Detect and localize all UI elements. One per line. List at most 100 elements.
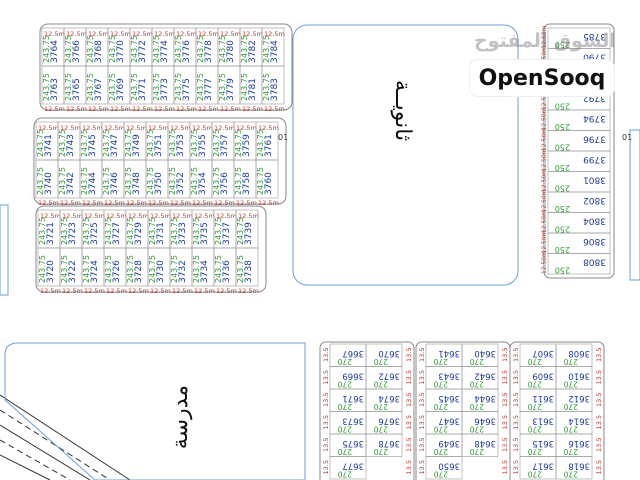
block-a-plot-dim: 12.5m	[176, 105, 197, 113]
block-e-plot-number: 3643	[438, 371, 460, 381]
block-f-plot-number: 3618	[568, 461, 590, 471]
street-tag: 01	[278, 133, 288, 142]
block-c-plot-area: 243.75	[38, 255, 47, 283]
block-a-plot-dim: 12.5m	[44, 30, 65, 38]
block-c-plot-area: 243.75	[214, 255, 223, 283]
block-f-plot	[555, 456, 593, 480]
block-c-plot-area: 243.75	[192, 255, 201, 283]
block-d-plot-dim: 13.5	[322, 438, 330, 452]
block-d-plot-number: 3678	[378, 438, 400, 448]
block-f-plot-dim: 13.5	[595, 415, 603, 429]
block-a-plot	[261, 65, 285, 105]
block-a-plot-area: 243.75	[86, 73, 95, 101]
block-c-plot-dim: 12.5m	[128, 212, 149, 220]
block-a-plot-number: 3769	[116, 78, 126, 101]
block-f-plot-area: 270	[527, 470, 542, 479]
school-plot	[4, 342, 306, 480]
block-d-plot-area: 270	[373, 380, 388, 389]
block-f-plot-area: 270	[563, 357, 578, 366]
block-d-plot-dim: 13.5	[405, 370, 413, 384]
block-b-plot-number: 3744	[88, 172, 98, 195]
block-b-plot-area: 243.75	[212, 167, 221, 195]
block-c-plot-number: 3729	[134, 222, 144, 245]
block-right-plot-dim: 12.50m	[541, 25, 548, 48]
block-f-plot-dim: 13.5	[512, 348, 520, 362]
block-a-plot-number: 3774	[160, 40, 170, 63]
block-a-plot-dim: 12.5m	[44, 105, 65, 113]
block-a-plot-area: 243.75	[86, 35, 95, 63]
block-b-plot-number: 3760	[264, 172, 274, 195]
block-f-plot-dim: 13.5	[595, 438, 603, 452]
block-e-plot-number: 3647	[438, 416, 460, 426]
block-a-plot-area: 243.75	[196, 73, 205, 101]
block-b-plot-dim: 12.5m	[192, 199, 213, 207]
block-b-plot-area: 243.75	[124, 129, 133, 157]
block-f-plot-dim: 13.5	[512, 370, 520, 384]
block-d-plot-number: 3677	[342, 461, 364, 471]
block-f-plot-area: 270	[527, 402, 542, 411]
block-c-plot-dim: 12.5m	[172, 287, 193, 295]
opensooq-watermark: السوق المفتوح	[474, 30, 616, 52]
block-f-plot-dim: 13.5	[595, 370, 603, 384]
block-c-plot-number: 3724	[90, 260, 100, 283]
block-b-plot-dim: 12.5m	[192, 124, 213, 132]
block-right-plot-area: 250	[555, 266, 570, 275]
block-c-plot-number: 3725	[90, 222, 100, 245]
block-b-plot-area: 243.75	[80, 129, 89, 157]
block-c-plot-number: 3734	[200, 260, 210, 283]
block-c-plot-area: 243.75	[126, 217, 135, 245]
block-d-plot-dim: 13.5	[322, 348, 330, 362]
block-e-plot-area: 270	[433, 357, 448, 366]
block-d-plot-area: 270	[337, 447, 352, 456]
block-e-plot-dim: 13.5	[501, 348, 509, 362]
block-a-plot-number: 3782	[248, 40, 258, 63]
block-c-plot-dim: 12.5m	[216, 287, 237, 295]
block-c-plot-area: 243.75	[104, 217, 113, 245]
block-right-plot-number: 3806	[583, 236, 606, 246]
block-b-plot-dim: 12.5m	[170, 199, 191, 207]
block-a-plot-number: 3765	[72, 78, 82, 101]
block-a-plot-dim: 12.5m	[242, 105, 263, 113]
block-b-plot-dim: 12.5m	[236, 124, 257, 132]
block-a-plot-area: 243.75	[174, 73, 183, 101]
block-d-plot	[365, 433, 403, 457]
block-right-plot-area: 250	[555, 184, 570, 193]
block-b-plot-dim: 12.5m	[60, 199, 81, 207]
block-d-plot-area: 270	[337, 380, 352, 389]
opensooq-logo: OpenSooq	[470, 60, 614, 96]
block-a-plot-area: 243.75	[152, 35, 161, 63]
block-right-plot-number: 3796	[583, 134, 606, 144]
block-a-plot-area: 243.75	[64, 73, 73, 101]
block-c-plot-number: 3726	[112, 260, 122, 283]
block-b-plot-dim: 12.5m	[38, 199, 59, 207]
block-c-plot-dim: 12.5m	[194, 212, 215, 220]
block-a-plot-number: 3770	[116, 40, 126, 63]
block-b-plot-number: 3761	[264, 134, 274, 157]
block-f-plot-number: 3614	[568, 416, 590, 426]
block-right-plot-dim: 12.50m	[541, 46, 548, 69]
block-c-plot-number: 3730	[156, 260, 166, 283]
secondary-school-plot	[292, 24, 519, 286]
block-e-plot-number: 3640	[474, 348, 496, 358]
block-d-plot-number: 3670	[378, 348, 400, 358]
block-c-plot-number: 3722	[68, 260, 78, 283]
block-b-plot-area: 243.75	[190, 129, 199, 157]
block-f-plot-dim: 13.5	[595, 348, 603, 362]
block-a-plot-dim: 12.5m	[154, 30, 175, 38]
block-f-plot-number: 3615	[532, 438, 554, 448]
block-d-plot-number: 3675	[342, 438, 364, 448]
block-a-plot-area: 243.75	[218, 73, 227, 101]
block-a-plot-number: 3783	[270, 78, 280, 101]
block-c-plot-dim: 12.5m	[40, 212, 61, 220]
block-e-plot-area: 270	[433, 470, 448, 479]
block-e-plot-dim: 13.5	[501, 438, 509, 452]
block-right-plot-area: 250	[555, 40, 570, 49]
block-a-plot-dim: 12.5m	[264, 30, 285, 38]
block-c-plot-dim: 12.5m	[84, 287, 105, 295]
block-e-plot-dim: 13.5	[501, 370, 509, 384]
block-f-plot-dim: 13.5	[595, 393, 603, 407]
block-c-plot-area: 243.75	[148, 217, 157, 245]
block-c-plot	[235, 247, 259, 287]
block-e-plot	[425, 456, 463, 480]
block-a-plot-dim: 12.5m	[66, 105, 87, 113]
